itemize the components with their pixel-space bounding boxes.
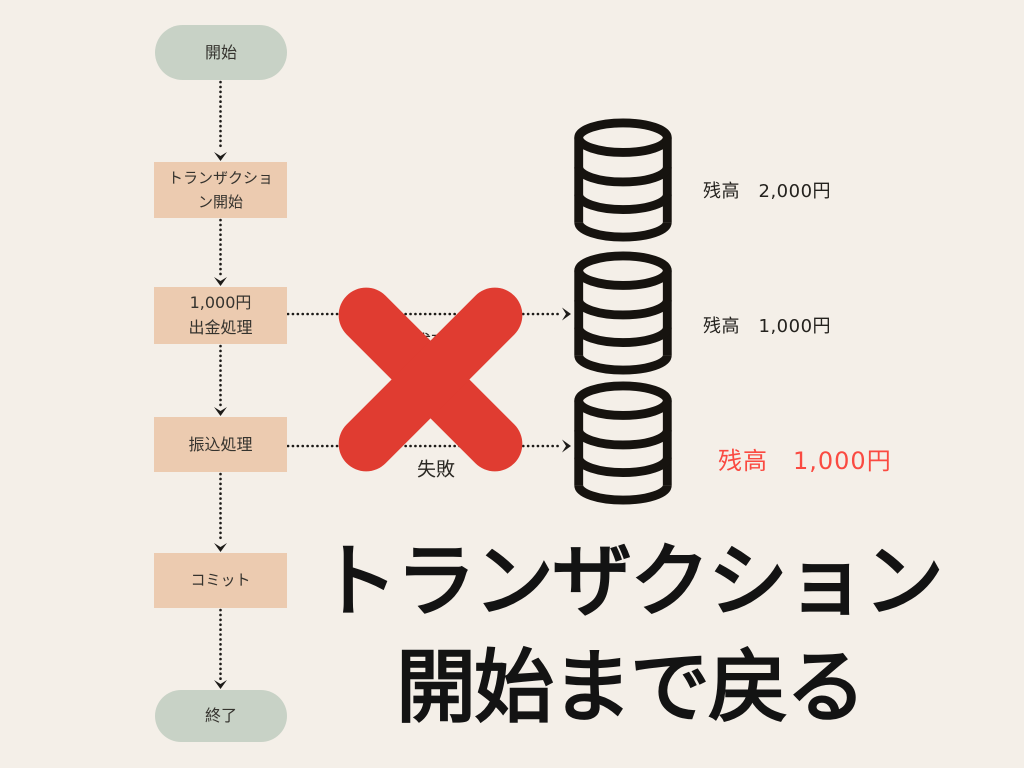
arrowhead-down-icon — [214, 407, 227, 416]
balance-label-after-withdraw: 残高 1,000円 — [703, 316, 832, 337]
flow-node-start: 開始 — [155, 25, 287, 80]
flow-node-transfer: 振込処理 — [154, 417, 287, 472]
flow-node-transaction-begin: トランザクショ ン開始 — [154, 162, 287, 218]
balance-label-after-failure: 残高 1,000円 — [718, 447, 892, 475]
flow-node-commit: コミット — [154, 553, 287, 608]
flow-node-end: 終了 — [155, 690, 287, 742]
balance-label-initial: 残高 2,000円 — [703, 181, 832, 202]
database-icon — [571, 381, 675, 505]
rollback-annotation: トランザクション 開始まで戻る — [280, 529, 980, 740]
edge-label-failure: 失敗 — [416, 458, 456, 481]
arrowhead-right-icon — [562, 307, 571, 321]
arrowhead-down-icon — [214, 543, 227, 552]
rollback-annotation-line2: 開始まで戻る — [396, 640, 866, 734]
rollback-annotation-line1: トランザクション — [318, 535, 944, 628]
database-icon — [571, 251, 675, 375]
flow-node-withdraw: 1,000円 出金処理 — [154, 287, 287, 344]
arrowhead-right-icon — [562, 439, 571, 453]
arrowhead-down-icon — [214, 152, 227, 161]
arrowhead-down-icon — [214, 277, 227, 286]
database-icon — [571, 118, 675, 242]
arrowhead-down-icon — [214, 680, 227, 689]
